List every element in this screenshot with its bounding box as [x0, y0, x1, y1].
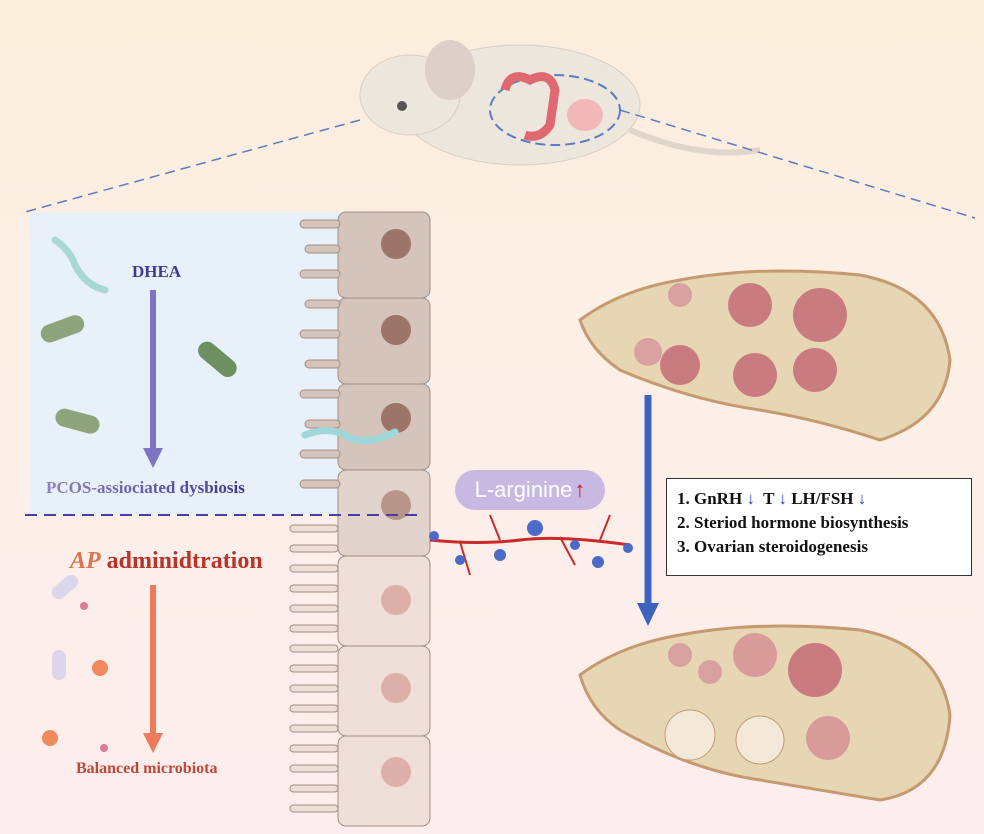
treatment-arrowhead: [637, 603, 659, 626]
zoom-line-left: [24, 119, 361, 213]
administration-text: adminidtration: [100, 548, 263, 574]
pcos-dysbiosis-label: PCOS-assiociated dysbiosis: [46, 478, 245, 497]
dysbiotic-bacteria: [40, 236, 399, 444]
result-line-2: 2. Steriod hormone biosynthesis: [677, 513, 909, 532]
down-arrow-icon: ↓: [746, 489, 755, 508]
down-arrow-icon: ↓: [857, 489, 867, 508]
dhea-label: DHEA: [132, 262, 182, 281]
lh-fsh-text: LH/FSH: [791, 489, 854, 508]
results-box: 1. GnRH ↓ T ↓ LH/FSH ↓ 2. Steriod hormon…: [666, 478, 972, 576]
result-line-3: 3. Ovarian steroidogenesis: [677, 537, 868, 556]
l-arginine-text: L-arginine: [474, 477, 573, 502]
ovary-pcos: [578, 269, 952, 442]
down-arrow-icon: ↓: [778, 489, 787, 508]
l-arginine-badge: L-arginine↑: [455, 470, 605, 510]
ovary-treated: [578, 624, 952, 802]
dhea-arrowhead: [143, 448, 163, 468]
balanced-bacteria: [42, 574, 108, 752]
ap-arrowhead: [143, 733, 163, 753]
up-arrow-icon: ↑: [574, 477, 586, 502]
intestinal-epithelium: [289, 211, 431, 827]
t-text: T: [763, 489, 775, 508]
blood-vessel: [429, 514, 633, 576]
balanced-microbiota-label: Balanced microbiota: [76, 760, 218, 777]
zoom-line-right: [619, 109, 976, 219]
mouse-illustration: [359, 40, 761, 166]
ap-abbrev: AP: [70, 548, 101, 574]
gnrh-text: 1. GnRH: [677, 489, 743, 508]
ap-administration-label: AP adminidtration: [70, 548, 263, 575]
result-line-1: 1. GnRH ↓ T ↓ LH/FSH ↓: [677, 487, 961, 511]
